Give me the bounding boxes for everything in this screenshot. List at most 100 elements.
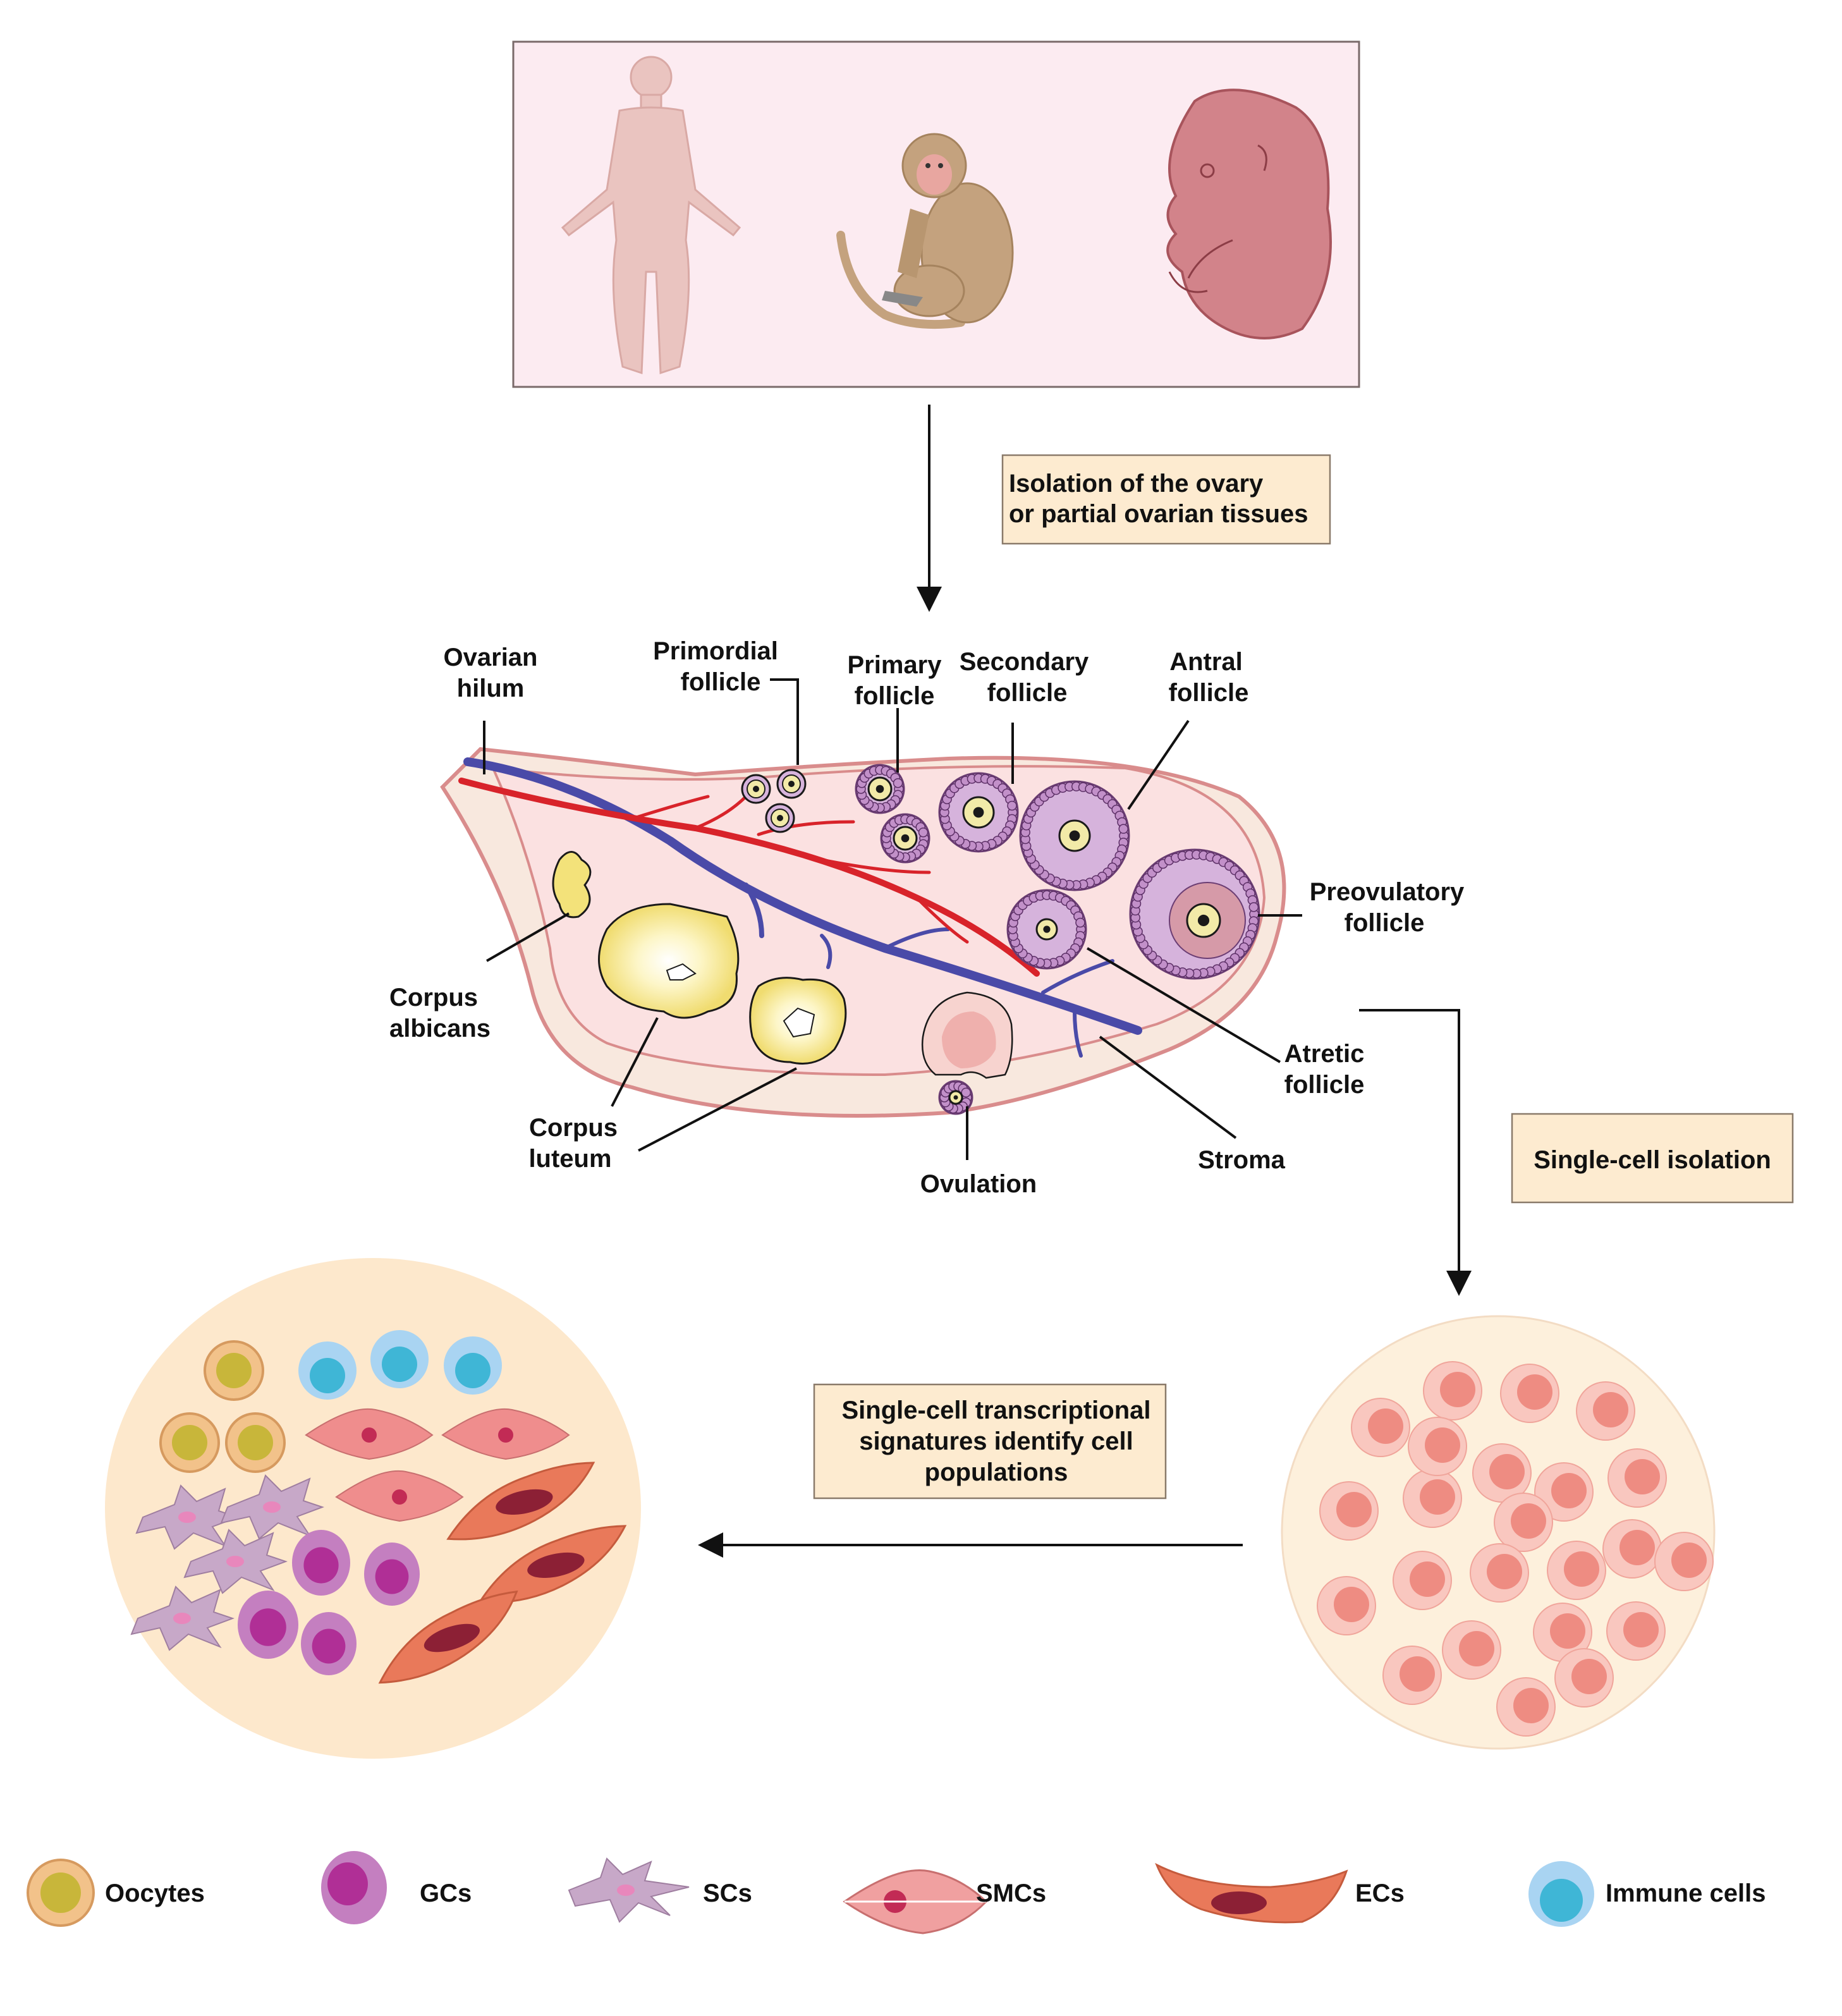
primordial-follicle bbox=[741, 774, 771, 804]
label-preovulatory-2: follicle bbox=[1345, 909, 1425, 937]
dissociated-cell bbox=[1319, 1481, 1379, 1541]
dissociated-cell bbox=[1576, 1381, 1635, 1441]
label-atretic-1: Atretic bbox=[1284, 1040, 1365, 1068]
signatures-line-3: populations bbox=[925, 1458, 1068, 1486]
dissociated-cell bbox=[1606, 1601, 1666, 1661]
endothelial-cell bbox=[446, 1462, 595, 1541]
vein bbox=[463, 757, 1142, 1058]
immune-cell-icon bbox=[1528, 1861, 1594, 1927]
immune-cell bbox=[370, 1330, 429, 1388]
label-antral-1: Antral bbox=[1169, 648, 1243, 676]
immune-cell bbox=[298, 1341, 357, 1400]
antral-follicle bbox=[1019, 780, 1130, 891]
ovary-leader-lines bbox=[483, 678, 1302, 1160]
oocyte-cell bbox=[225, 1412, 286, 1473]
corpus-luteum-small-cavity bbox=[783, 1007, 815, 1038]
smooth-muscle-cell-icon bbox=[843, 1869, 988, 1934]
label-atretic-2: follicle bbox=[1284, 1071, 1365, 1099]
smooth-muscle-cell bbox=[441, 1408, 570, 1460]
legend-label-gcs: GCs bbox=[420, 1879, 472, 1907]
signatures-line-1: Single-cell transcriptional bbox=[841, 1396, 1150, 1424]
dissociated-cells-panel bbox=[1281, 1315, 1716, 1750]
oocyte-icon bbox=[27, 1859, 95, 1927]
oocyte-cell bbox=[204, 1340, 264, 1401]
label-stroma: Stroma bbox=[1198, 1146, 1286, 1174]
granulosa-cell bbox=[364, 1543, 420, 1606]
ovary-labels: Ovarian hilum Primordial follicle Primar… bbox=[389, 637, 1465, 1198]
single-cell-isolation-box: Single-cell isolation bbox=[1511, 1113, 1794, 1204]
legend-label-scs: SCs bbox=[703, 1879, 752, 1907]
stromal-cell-icon bbox=[568, 1857, 690, 1923]
dissociated-cell bbox=[1393, 1551, 1452, 1610]
dissociated-cell bbox=[1654, 1532, 1714, 1591]
granulosa-cell bbox=[292, 1530, 350, 1596]
ovulated-oocyte bbox=[938, 1080, 973, 1115]
dissociated-cell bbox=[1442, 1620, 1501, 1680]
label-ovarian-hilum-2: hilum bbox=[457, 675, 525, 702]
dissociated-cell bbox=[1470, 1543, 1529, 1603]
label-corpus-albicans-1: Corpus bbox=[389, 984, 478, 1011]
endothelial-cell-icon bbox=[1155, 1862, 1348, 1924]
secondary-follicle bbox=[938, 772, 1019, 853]
stromal-cell bbox=[220, 1474, 324, 1540]
atretic-follicle bbox=[1006, 889, 1087, 970]
label-secondary-1: Secondary bbox=[960, 648, 1089, 676]
label-antral-2: follicle bbox=[1169, 679, 1249, 707]
corpus-luteum-large bbox=[598, 903, 740, 1019]
corpus-luteum-cavity bbox=[666, 963, 697, 981]
primary-follicle bbox=[880, 813, 930, 864]
signatures-line-2: signatures identify cell bbox=[859, 1427, 1133, 1455]
label-primordial-1: Primordial bbox=[653, 637, 778, 665]
preovulatory-follicle bbox=[1129, 848, 1260, 980]
dissociated-cell bbox=[1472, 1443, 1532, 1503]
dissociated-cell bbox=[1496, 1677, 1556, 1737]
artery bbox=[458, 778, 1040, 977]
dissociated-cell bbox=[1554, 1648, 1614, 1707]
label-ovulation: Ovulation bbox=[920, 1170, 1037, 1198]
granulosa-cell bbox=[238, 1591, 298, 1659]
immune-cell bbox=[444, 1336, 502, 1395]
isolation-line-2: or partial ovarian tissues bbox=[1009, 500, 1308, 528]
legend-label-ecs: ECs bbox=[1355, 1879, 1405, 1907]
dissociated-cell bbox=[1547, 1541, 1606, 1600]
granulosa-cell bbox=[301, 1612, 357, 1675]
label-corpus-albicans-2: albicans bbox=[389, 1015, 491, 1042]
dissociated-cell bbox=[1607, 1448, 1667, 1508]
label-corpus-luteum-2: luteum bbox=[528, 1145, 611, 1173]
dissociated-cell bbox=[1534, 1462, 1594, 1522]
dissociated-cell bbox=[1408, 1417, 1467, 1476]
corpus-albicans bbox=[552, 851, 592, 919]
dissociated-cell bbox=[1500, 1364, 1559, 1423]
fetus-icon bbox=[1166, 89, 1332, 339]
dissociated-cell bbox=[1423, 1361, 1482, 1420]
label-secondary-2: follicle bbox=[987, 679, 1068, 707]
legend-label-smcs: SMCs bbox=[976, 1879, 1046, 1907]
dissociated-cell bbox=[1403, 1469, 1462, 1528]
signatures-label-box: Single-cell transcriptional signatures i… bbox=[813, 1383, 1167, 1500]
stromal-cell bbox=[183, 1529, 288, 1594]
label-preovulatory-1: Preovulatory bbox=[1310, 878, 1465, 906]
legend-label-oocytes: Oocytes bbox=[105, 1879, 205, 1907]
endothelial-cell bbox=[378, 1591, 518, 1684]
legend: Oocytes GCs SCs SMCs ECs Imm bbox=[27, 1851, 1766, 1934]
primordial-follicle bbox=[776, 769, 807, 799]
dissociated-cell bbox=[1382, 1646, 1442, 1705]
monkey-icon bbox=[836, 133, 1014, 329]
ovary-illustration bbox=[440, 747, 1286, 1118]
single-cell-isolation-label: Single-cell isolation bbox=[1534, 1146, 1771, 1174]
legend-label-immune-cells: Immune cells bbox=[1606, 1879, 1766, 1907]
smooth-muscle-cell bbox=[305, 1408, 434, 1460]
oocyte-cell bbox=[159, 1412, 220, 1473]
human-icon bbox=[561, 56, 741, 375]
primordial-follicle bbox=[765, 803, 795, 833]
primary-follicle bbox=[855, 764, 905, 814]
isolation-label-box: Isolation of the ovary or partial ovaria… bbox=[1001, 454, 1331, 545]
dissociated-cell bbox=[1602, 1519, 1662, 1579]
endothelial-cell bbox=[478, 1525, 627, 1604]
label-primary-1: Primary bbox=[848, 651, 942, 679]
label-ovarian-hilum-1: Ovarian bbox=[444, 644, 538, 671]
stromal-cell bbox=[130, 1585, 235, 1651]
label-primordial-2: follicle bbox=[681, 668, 761, 696]
cell-populations-panel bbox=[105, 1258, 641, 1759]
